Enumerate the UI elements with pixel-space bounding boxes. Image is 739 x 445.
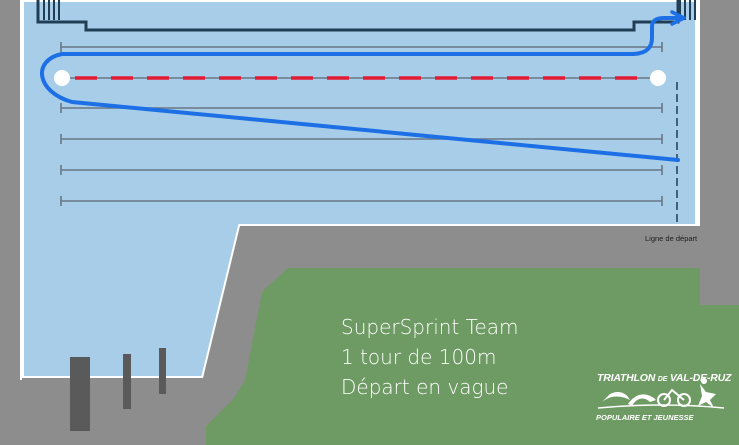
deck-area	[22, 226, 739, 445]
logo-word-de: DE	[657, 376, 668, 383]
logo-title: TRIATHLON DE VAL-DE-RUZ	[597, 372, 731, 384]
race-title: SuperSprint Team	[341, 315, 519, 339]
triathlon-logo-emblem	[597, 378, 725, 409]
logo-word-triathlon: TRIATHLON	[597, 372, 656, 384]
ladder-left	[43, 0, 60, 20]
pool-top-wall	[36, 0, 680, 32]
swim-path	[39, 16, 682, 162]
race-start-type: Départ en vague	[341, 375, 509, 399]
post-1	[70, 357, 90, 431]
turn-buoy-right	[650, 70, 666, 86]
arrow-right-icon	[670, 10, 686, 26]
post-2	[123, 354, 131, 409]
start-line-label: Ligne de départ	[645, 234, 698, 243]
race-laps: 1 tour de 100m	[341, 345, 497, 369]
turn-buoy-left	[54, 70, 70, 86]
grass-area-top	[206, 268, 739, 445]
post-3	[159, 348, 166, 394]
logo-word-valderuz: VAL-DE-RUZ	[669, 372, 732, 384]
logo-subtitle: POPULAIRE ET JEUNESSE	[596, 413, 694, 422]
pool-edge-right	[697, 0, 700, 226]
